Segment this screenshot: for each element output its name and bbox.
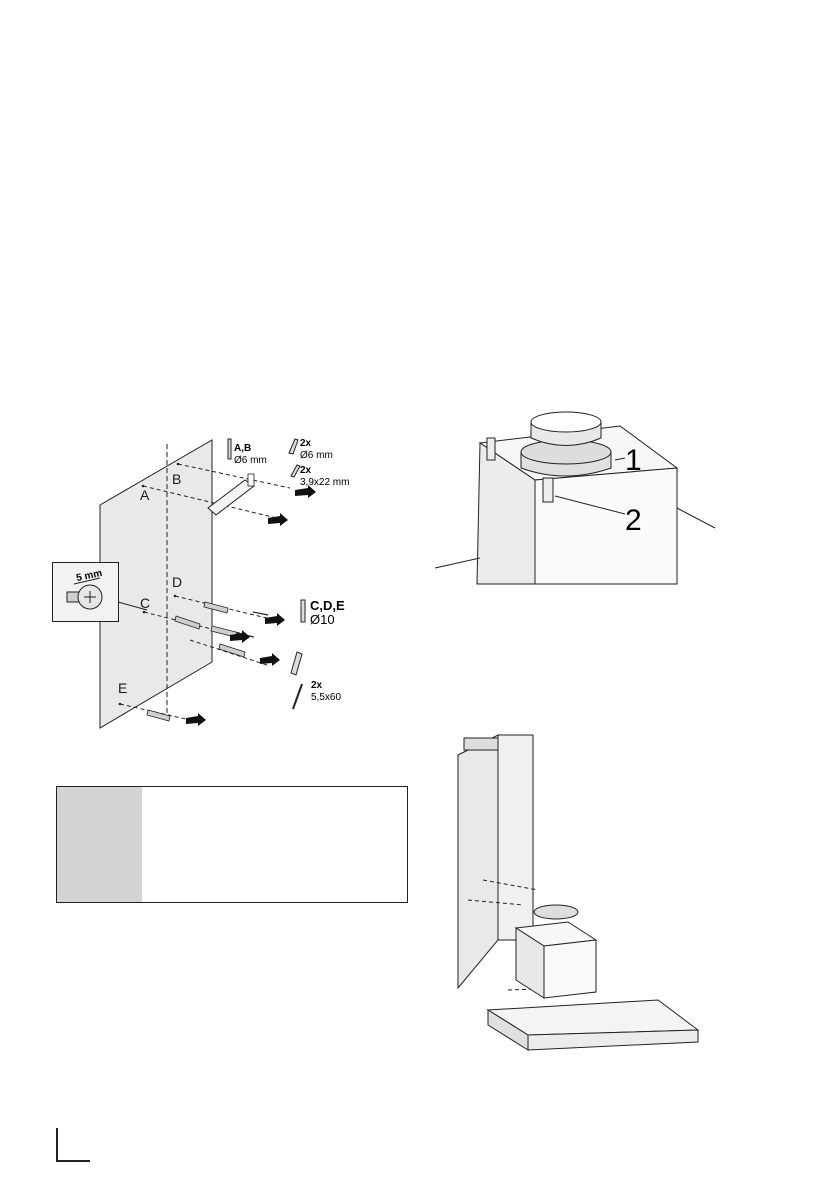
inset-label: 5 mm bbox=[75, 568, 103, 584]
note-box bbox=[56, 786, 408, 903]
wall-mounting-diagram: A B D C E A,B Ø6 mm 2x Ø6 mm 2x 3,9x22 m… bbox=[99, 438, 349, 729]
screw-small-qty: 2x bbox=[300, 465, 312, 476]
screw-small-size: 3,9x22 mm bbox=[300, 477, 349, 488]
arrows bbox=[186, 485, 316, 726]
hanging-bracket bbox=[207, 473, 255, 516]
wall-panel bbox=[99, 439, 213, 729]
screw-head-icon bbox=[66, 577, 103, 610]
mounting-bracket bbox=[486, 437, 554, 503]
label-b: B bbox=[172, 471, 181, 487]
hood-top-diagram: 1 2 bbox=[434, 411, 716, 585]
note-box-sidebar bbox=[57, 787, 142, 902]
part-icons bbox=[227, 438, 306, 710]
outlet-connector bbox=[520, 411, 612, 477]
screw-detail-inset: 5 mm bbox=[52, 562, 148, 622]
page-corner-mark bbox=[56, 1128, 90, 1162]
label-e: E bbox=[118, 680, 127, 696]
dowel-qty: 2x bbox=[300, 438, 312, 449]
dowel-size: Ø6 mm bbox=[300, 450, 333, 461]
ab-size: Ø6 mm bbox=[234, 455, 267, 466]
screw-large-size: 5,5x60 bbox=[311, 692, 341, 703]
callout-1: 1 bbox=[625, 444, 642, 477]
label-c: C bbox=[140, 595, 150, 611]
callout-2: 2 bbox=[625, 504, 642, 537]
hood-assembly-diagram bbox=[457, 734, 700, 1051]
cde-size: Ø10 bbox=[310, 612, 335, 627]
cde-title: C,D,E bbox=[310, 598, 345, 613]
screw-large-qty: 2x bbox=[311, 680, 323, 691]
label-d: D bbox=[172, 574, 182, 590]
ab-title: A,B bbox=[234, 443, 251, 454]
label-a: A bbox=[140, 487, 150, 503]
